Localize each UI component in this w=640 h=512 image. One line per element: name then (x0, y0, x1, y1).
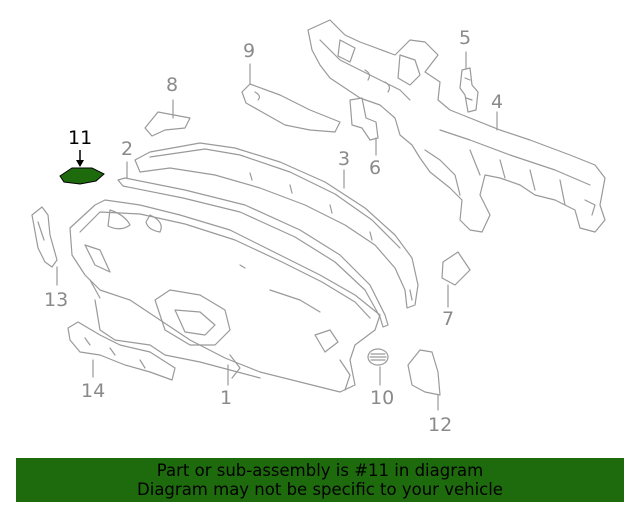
part-10-vent (367, 348, 389, 366)
callout-7: 7 (442, 308, 455, 330)
banner-line-1: Part or sub-assembly is #11 in diagram (156, 461, 484, 480)
parts-diagram (31, 19, 606, 411)
part-9-panel (241, 83, 341, 133)
part-8-cover (144, 111, 191, 137)
callout-10: 10 (370, 387, 395, 409)
part-6-bracket (349, 97, 379, 141)
part-11-highlighted (59, 150, 105, 185)
callout-5: 5 (459, 27, 472, 49)
part-2-trim-strip (117, 177, 389, 328)
callout-9: 9 (243, 40, 256, 62)
callout-13: 13 (44, 289, 69, 311)
part-1-instrument-panel (69, 199, 381, 393)
leader-lines (56, 51, 498, 411)
callout-14: 14 (81, 380, 106, 402)
part-13-side-panel (31, 206, 58, 268)
part-14-lower-bracket (67, 321, 176, 381)
part-7-trim (441, 251, 471, 286)
callout-3: 3 (338, 148, 351, 170)
callout-2: 2 (121, 138, 134, 160)
notice-banner: Part or sub-assembly is #11 in diagram D… (16, 458, 624, 502)
part-4-cross-beam (307, 19, 606, 233)
part-5-bracket (459, 67, 479, 113)
banner-line-2: Diagram may not be specific to your vehi… (137, 480, 503, 499)
callout-6: 6 (369, 157, 382, 179)
callout-11: 11 (68, 127, 93, 149)
part-3-top-panel (134, 142, 419, 309)
callout-1: 1 (220, 387, 233, 409)
callout-8: 8 (166, 74, 179, 96)
callout-4: 4 (491, 91, 504, 113)
part-12-corner-trim (407, 349, 441, 396)
callout-12: 12 (428, 414, 453, 436)
